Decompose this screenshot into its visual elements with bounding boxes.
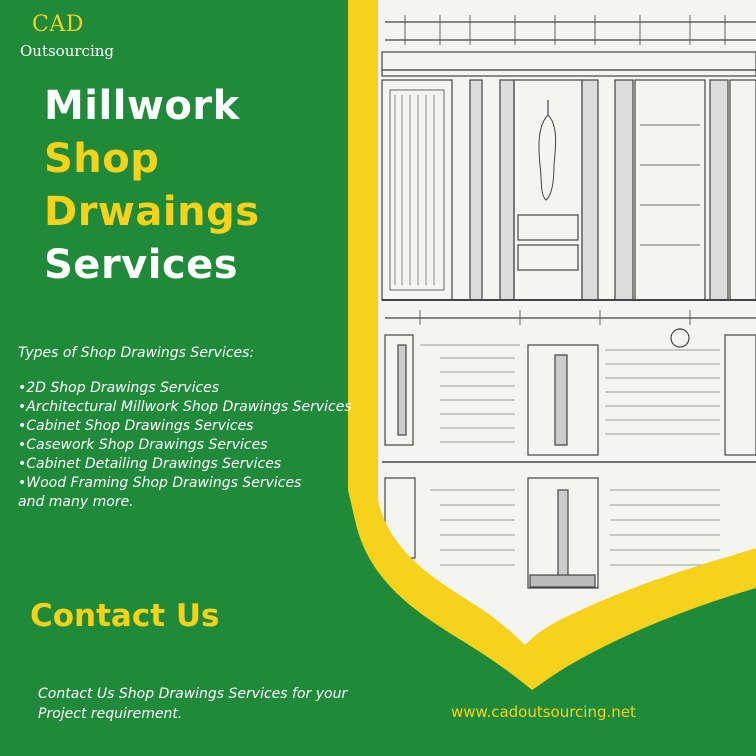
services-list-footer: and many more. (18, 494, 134, 510)
services-list-item: Casework Shop Drawings Services (18, 436, 358, 455)
brand-logo-subtitle: Outsourcing (20, 42, 115, 60)
headline-line-2: Shop (44, 136, 160, 182)
contact-heading: Contact Us (30, 598, 220, 634)
headline: Millwork Shop Drwaings Services (44, 80, 260, 292)
services-list-item: Cabinet Detailing Drawings Services (18, 455, 358, 474)
website-link[interactable]: www.cadoutsourcing.net (451, 703, 636, 721)
services-list-item: Cabinet Shop Drawings Services (18, 417, 358, 436)
services-list-item: Wood Framing Shop Drawings Services (18, 474, 358, 493)
services-list-title: Types of Shop Drawings Services: (18, 345, 255, 361)
contact-note: Contact Us Shop Drawings Services for yo… (38, 686, 348, 722)
brand-logo-cad: CAD (32, 12, 84, 37)
services-list-item: Architectural Millwork Shop Drawings Ser… (18, 398, 358, 417)
services-list-item: 2D Shop Drawings Services (18, 379, 358, 398)
services-list: 2D Shop Drawings Services Architectural … (18, 379, 358, 512)
headline-line-4: Services (44, 242, 239, 288)
headline-line-1: Millwork (44, 83, 240, 129)
drawing-linework (381, 15, 756, 589)
headline-line-3: Drwaings (44, 189, 260, 235)
